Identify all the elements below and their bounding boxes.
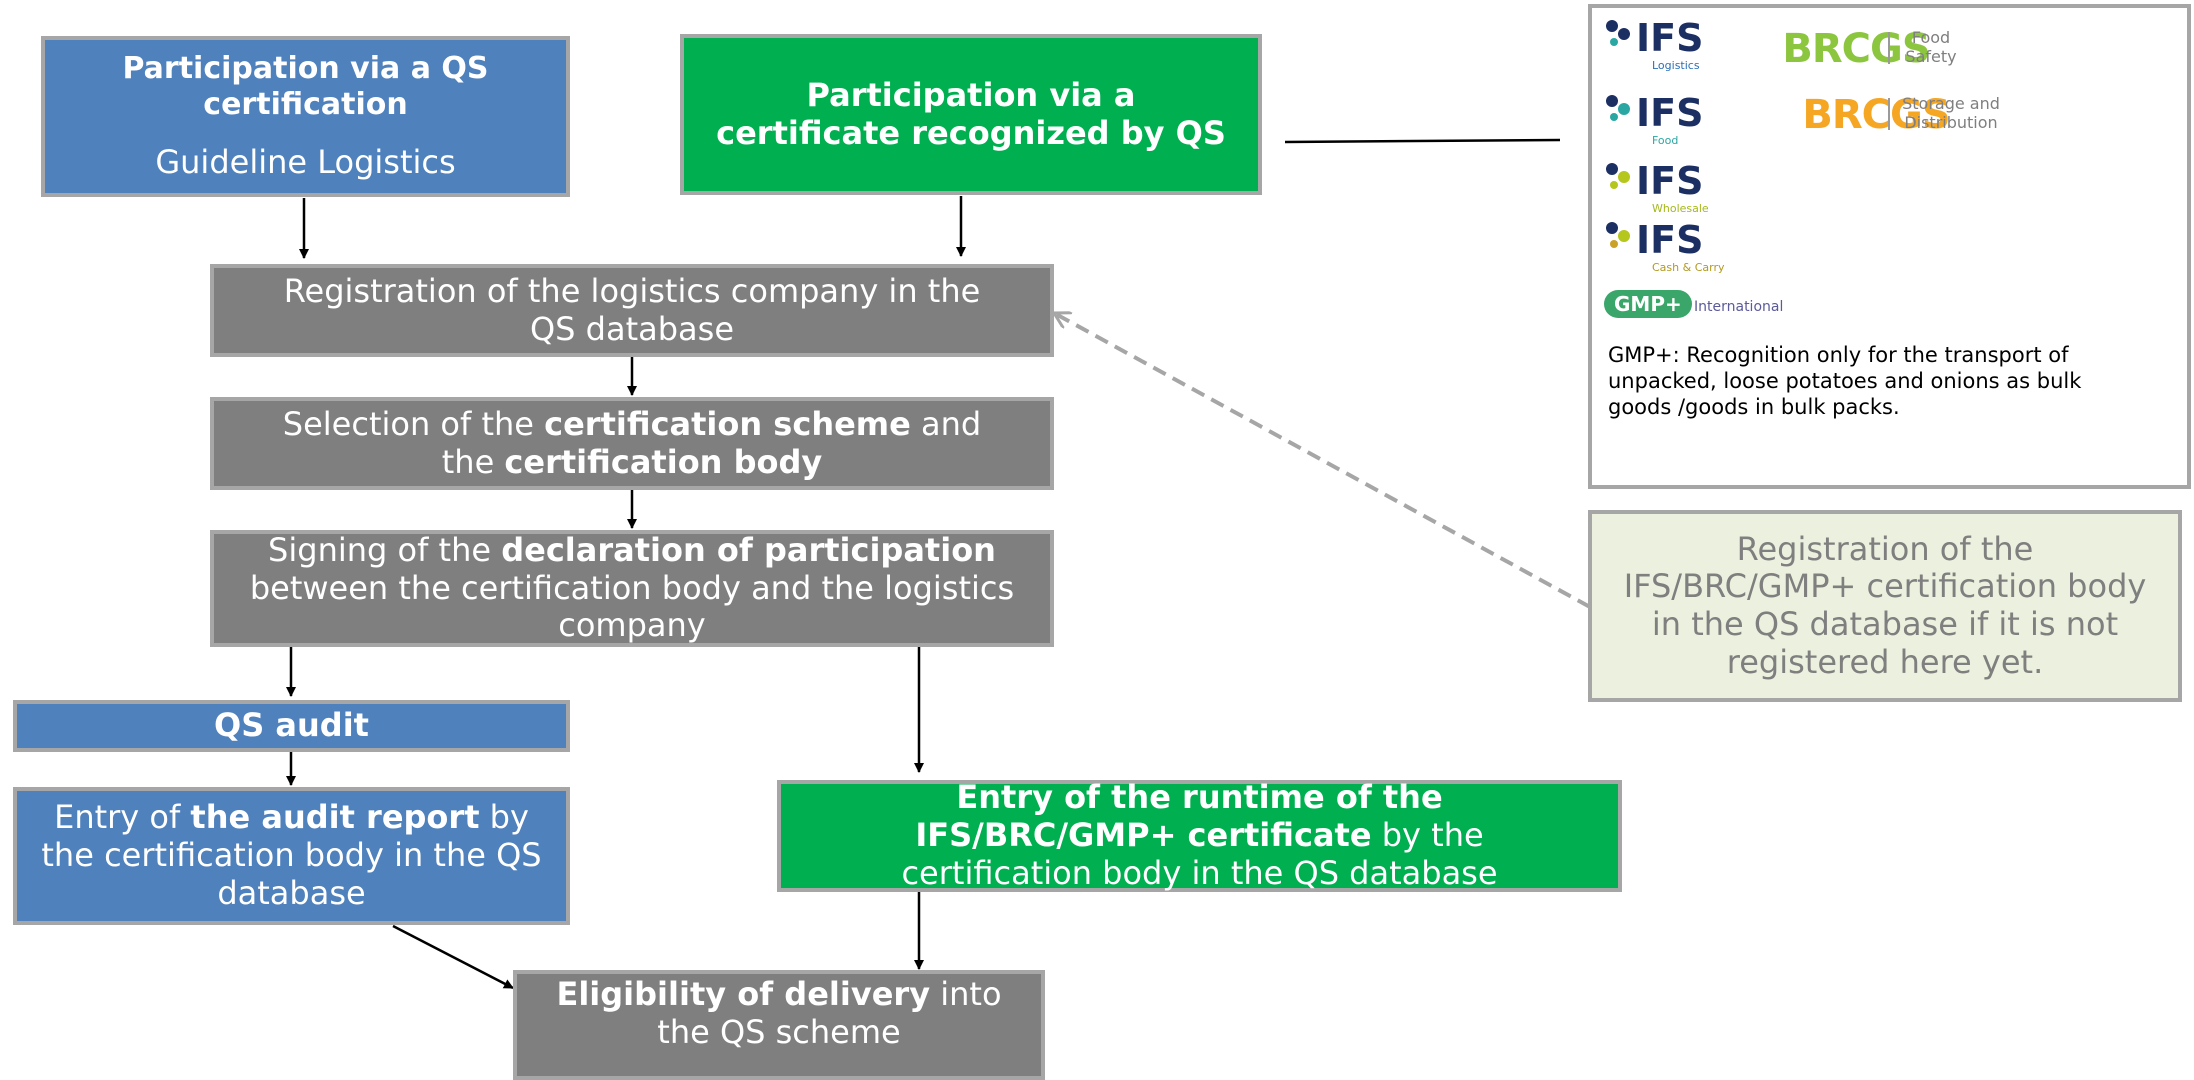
entry-audit-box: Entry of the audit report by the certifi… — [13, 787, 570, 925]
selection-box: Selection of the certification scheme an… — [210, 397, 1054, 490]
gmp-international-label: International — [1694, 299, 1784, 315]
brcgs-food-safety-logo: BRCGS Food Safety — [1782, 26, 1957, 72]
qs-certification-title: Participation via a QS certification — [122, 51, 489, 122]
gmp-recognition-note: GMP+: Recognition only for the transport… — [1608, 343, 2082, 419]
ifs-food-logo: IFS Food — [1606, 91, 1716, 155]
qs-audit-label: QS audit — [214, 706, 369, 745]
ifs-dots-icon — [1606, 20, 1630, 46]
arrow-entry-audit-to-eligibility — [392, 924, 514, 990]
ifs-dots-icon — [1606, 95, 1630, 121]
gmp-plus-logo: GMP+ — [1604, 290, 1692, 318]
connectors — [286, 138, 1591, 990]
cb-registration-label: Registration of the IFS/BRC/GMP+ certifi… — [1623, 529, 2147, 681]
selection-label: Selection of the certification scheme an… — [282, 404, 982, 481]
qs-audit-box: QS audit — [13, 700, 570, 752]
recognized-certificate-label: Participation via a certificate recogniz… — [716, 75, 1226, 152]
entry-runtime-box: Entry of the runtime of the IFS/BRC/GMP+… — [777, 778, 1622, 892]
entry-audit-label: Entry of the audit report by the certifi… — [41, 798, 542, 912]
ifs-logistics-logo: IFS Logistics — [1606, 16, 1716, 80]
ifs-wholesale-logo: IFS Wholesale — [1606, 159, 1716, 223]
eligibility-label: Eligibility of delivery into the QS sche… — [556, 975, 1002, 1051]
logos-panel: IFS Logistics IFS Food IFS Wholesale IFS… — [1588, 4, 2191, 489]
ifs-dots-icon — [1606, 163, 1630, 189]
registration-box: Registration of the logistics company in… — [210, 264, 1054, 357]
qs-certification-box: Participation via a QS certification Gui… — [41, 36, 570, 197]
eligibility-box: Eligibility of delivery into the QS sche… — [513, 970, 1045, 1080]
ifs-cash-carry-logo: IFS Cash & Carry — [1606, 218, 1724, 282]
brcgs-storage-logo: BRCGS Storage and Distribution — [1802, 92, 2000, 138]
dashed-arrow-cb-registration — [1054, 311, 1591, 609]
signing-label: Signing of the declaration of participat… — [249, 530, 1015, 645]
recognized-certificate-box: Participation via a certificate recogniz… — [680, 34, 1262, 195]
qs-certification-subtitle: Guideline Logistics — [155, 143, 456, 182]
ifs-dots-icon — [1606, 222, 1630, 248]
registration-label: Registration of the logistics company in… — [283, 271, 981, 348]
signing-box: Signing of the declaration of participat… — [210, 530, 1054, 647]
line-recognized-to-logos — [1284, 138, 1561, 144]
cb-registration-box: Registration of the IFS/BRC/GMP+ certifi… — [1588, 510, 2182, 702]
entry-runtime-label: Entry of the runtime of the IFS/BRC/GMP+… — [901, 778, 1498, 892]
